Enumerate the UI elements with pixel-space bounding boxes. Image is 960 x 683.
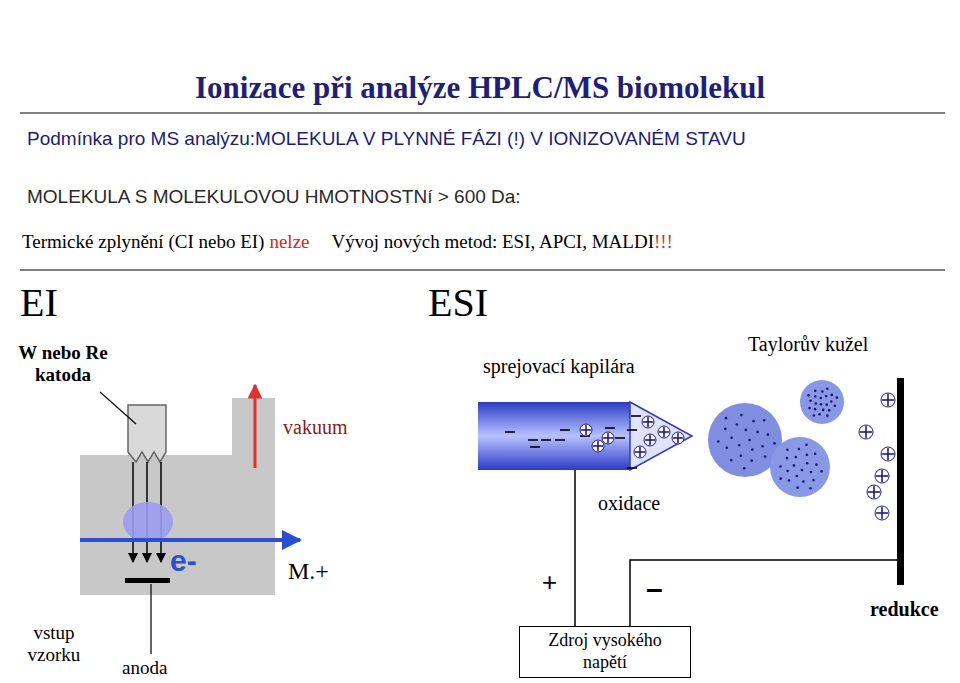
condition-text: MOLEKULA S MOLEKULOVOU HMOTNOSTNí > 600 … xyxy=(27,186,521,208)
process-label: oxidace xyxy=(598,492,660,515)
sample-cloud xyxy=(123,502,173,542)
wire xyxy=(630,560,897,626)
particle-label: e- xyxy=(170,544,197,579)
rule-line xyxy=(20,269,945,271)
part-label: vakuum xyxy=(283,416,347,439)
condition-text: Podmínka pro MS analýzu:MOLEKULA V PLYNN… xyxy=(27,128,746,150)
part-label: vstup vzorku xyxy=(8,622,100,666)
counter-electrode xyxy=(897,378,904,585)
part-label: sprejovací kapilára xyxy=(483,355,635,378)
droplet xyxy=(800,380,844,424)
leader-line xyxy=(100,392,136,424)
part-label: Taylorův kužel xyxy=(748,333,868,356)
statement-text: Vývoj nových metod: ESI, APCI, MALDI xyxy=(332,231,654,253)
cathode xyxy=(128,405,166,462)
leader-line xyxy=(150,584,151,654)
vacuum-arrow xyxy=(254,385,257,468)
emphasis-text: !!! xyxy=(654,231,673,253)
capillary xyxy=(478,402,630,470)
part-label: W nebo Re katoda xyxy=(2,342,124,386)
polarity-sign: – xyxy=(646,572,663,607)
droplet xyxy=(770,437,830,497)
slide-title: Ionizace při analýze HPLC/MS biomolekul xyxy=(0,70,960,106)
ion-label: M.+ xyxy=(288,558,329,586)
wire xyxy=(574,470,576,626)
polarity-sign: + xyxy=(542,568,557,598)
taylor-cone xyxy=(630,402,692,470)
part-label: anoda xyxy=(122,657,167,679)
warning-text: nelze xyxy=(269,231,309,253)
ion-beam-arrow xyxy=(80,538,300,542)
box-text: Zdroj vysokého napětí xyxy=(528,630,682,673)
ei-source xyxy=(80,385,300,654)
statement-text: Termické zplynění (CI nebo EI) xyxy=(22,231,264,253)
process-label: redukce xyxy=(870,598,939,621)
section-heading: EI xyxy=(20,280,58,326)
anode xyxy=(125,578,170,583)
power-supply-box: Zdroj vysokého napětí xyxy=(519,626,691,678)
esi-source xyxy=(478,378,904,626)
droplet-charges xyxy=(717,387,838,489)
section-heading: ESI xyxy=(428,280,488,326)
rule-line xyxy=(20,112,945,114)
